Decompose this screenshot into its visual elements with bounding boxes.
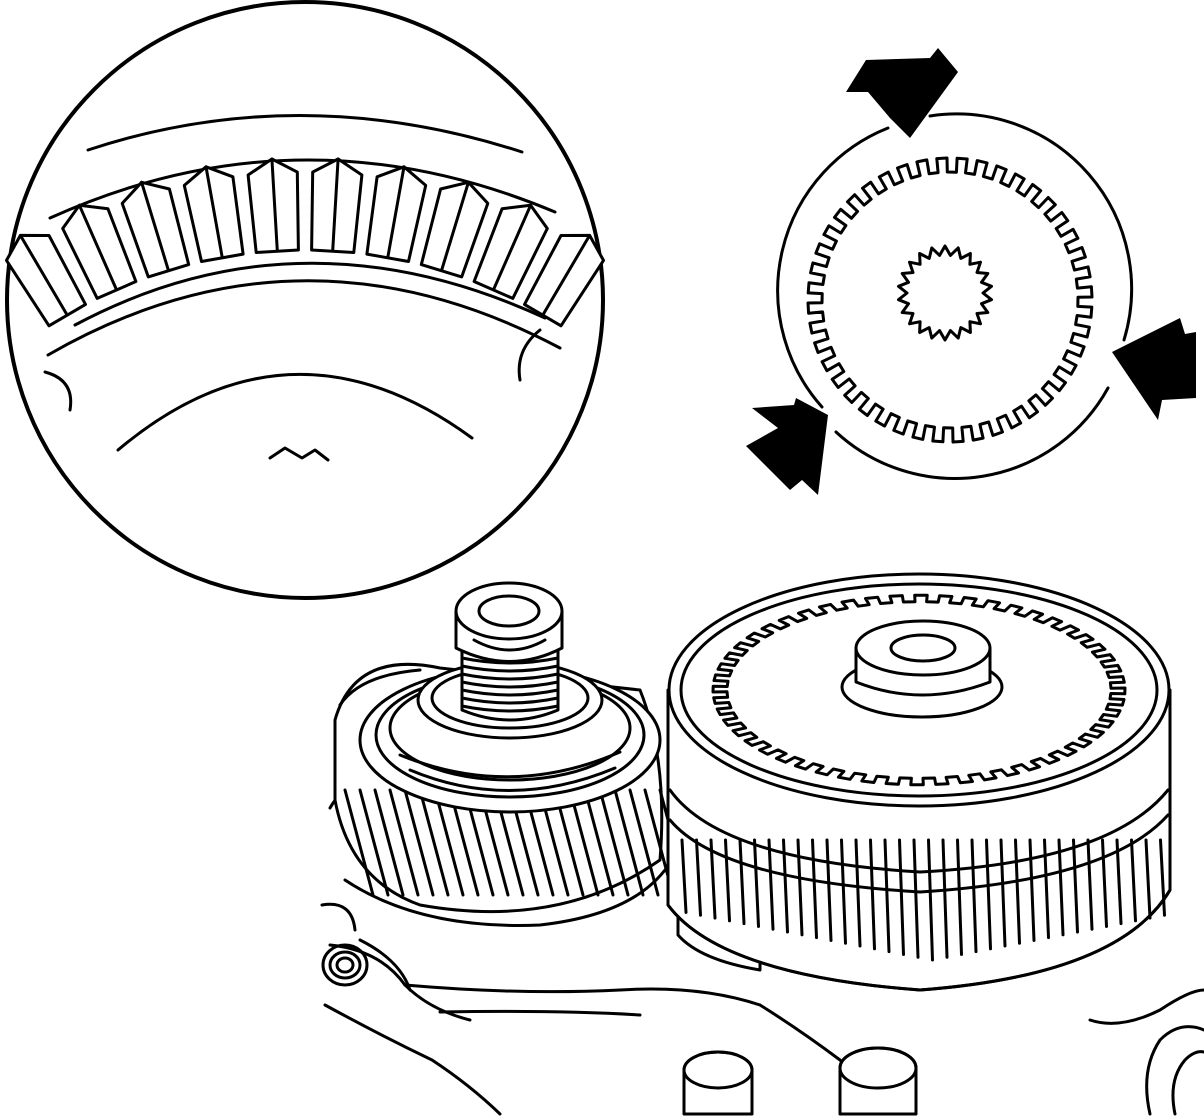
tooth-ridge	[541, 233, 592, 317]
helical-gear-with-threaded-shaft	[333, 581, 690, 927]
drum-tooth	[1072, 838, 1079, 934]
helical-tooth	[388, 788, 420, 897]
drum-tooth	[767, 838, 775, 931]
gear-teeth-row	[5, 157, 605, 328]
drum-tooth	[738, 838, 746, 926]
arrow-bottom-left-icon	[746, 398, 828, 495]
drum-tooth	[680, 838, 688, 914]
tooth-ridge	[440, 180, 470, 272]
tooth-ridge	[386, 165, 406, 259]
drum-tooth	[912, 838, 920, 959]
tooth-ridge	[77, 203, 118, 291]
drum-tooth	[854, 838, 862, 948]
drum-tooth	[898, 838, 905, 956]
helical-tooth	[583, 788, 615, 897]
transmission-case	[320, 778, 1204, 1116]
drum-tooth	[970, 838, 978, 954]
tooth-ridge	[140, 180, 170, 272]
drum-tooth	[1159, 838, 1166, 917]
tooth-ridge	[492, 203, 533, 291]
drum-tooth	[927, 838, 934, 962]
drum-tooth	[724, 838, 731, 923]
drum-tooth	[695, 838, 702, 917]
drum-tooth	[1115, 838, 1123, 926]
drum-tooth	[956, 838, 963, 956]
helical-tooth	[373, 788, 405, 897]
clutch-drum-gear-assembly	[666, 572, 1172, 992]
drum-tooth	[941, 838, 949, 959]
drum-tooth	[709, 838, 717, 920]
drum-tooth	[840, 838, 847, 945]
toothed-ring-outline	[806, 156, 1094, 444]
drum-tooth	[811, 838, 818, 940]
helical-tooth	[568, 788, 600, 897]
arrow-top-icon	[846, 48, 958, 138]
hub-spline-outline	[897, 244, 993, 342]
helical-tooth	[403, 788, 435, 897]
drum-tooth	[825, 838, 833, 942]
drum-tooth	[1101, 838, 1108, 928]
drum-tooth	[1130, 838, 1137, 923]
drum-tooth	[1028, 838, 1036, 942]
helical-tooth	[628, 788, 660, 897]
toothed-ring-inspection-view	[746, 48, 1196, 495]
drum-tooth	[1014, 838, 1021, 945]
drum-toothed-ring	[711, 593, 1127, 787]
helical-tooth	[418, 788, 450, 897]
arrow-right-icon	[1112, 318, 1196, 420]
tooth-ridge	[331, 157, 340, 253]
helical-tooth	[343, 788, 375, 897]
helical-tooth	[358, 788, 390, 897]
tooth-ridge	[270, 157, 279, 253]
drum-tooth	[782, 838, 789, 934]
drum-tooth	[869, 838, 876, 951]
drum-tooth	[999, 838, 1007, 948]
drum-tooth	[1144, 838, 1152, 920]
helical-tooth	[598, 788, 630, 897]
drum-tooth	[1057, 838, 1065, 937]
tooth-ridge	[18, 233, 69, 317]
drum-tooth	[985, 838, 992, 951]
magnified-gear-teeth-view	[5, 0, 605, 600]
drum-spline-teeth	[680, 838, 1166, 962]
drum-tooth	[1086, 838, 1094, 931]
tooth-ridge	[204, 165, 224, 259]
drum-tooth	[883, 838, 891, 954]
helical-tooth	[613, 788, 645, 897]
drum-tooth	[753, 838, 760, 928]
helical-tooth	[433, 788, 465, 897]
